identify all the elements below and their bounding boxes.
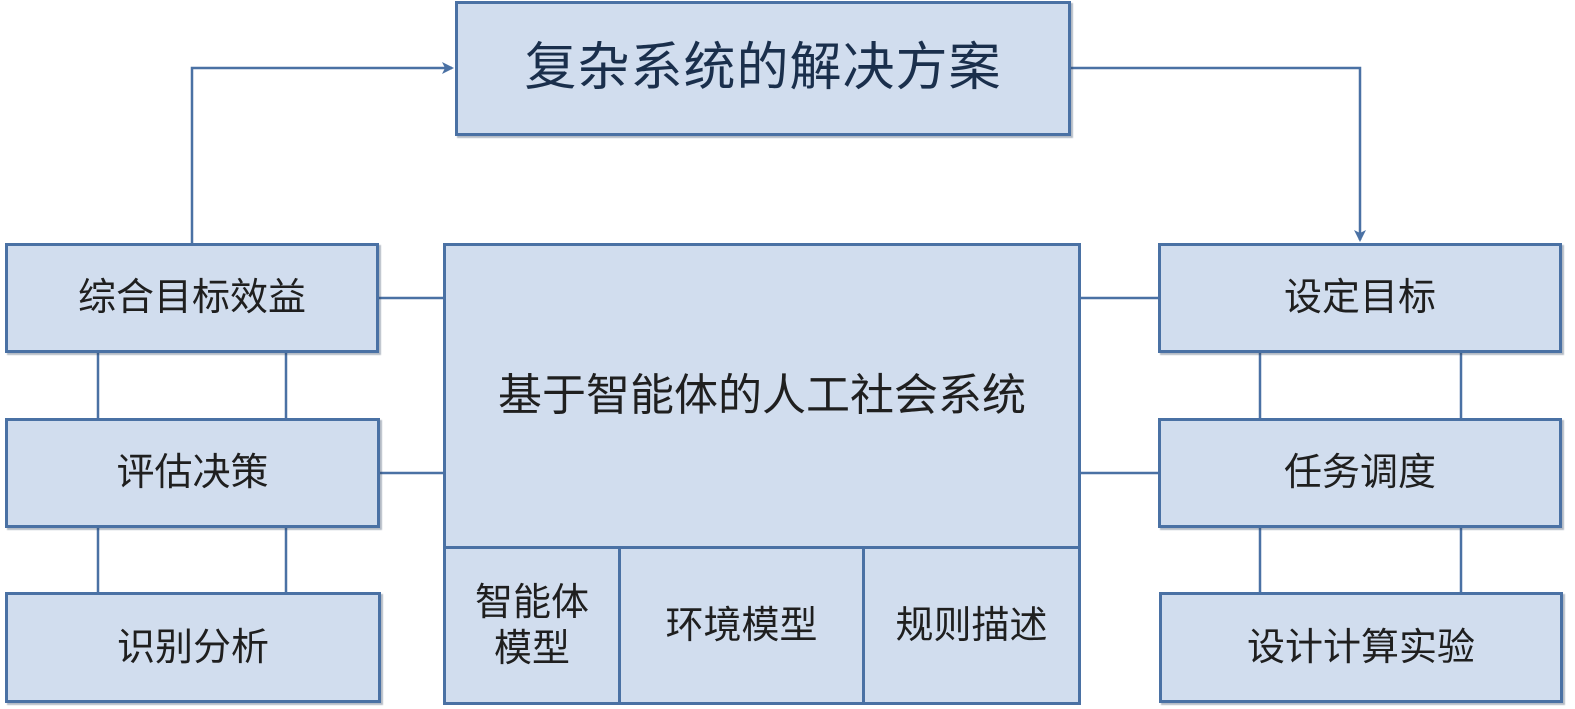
right-box-design-experiment: 设计计算实验 [1159, 592, 1563, 703]
sub-box-environment-model: 环境模型 [618, 546, 865, 705]
sub-box-agent-model: 智能体模型 [443, 546, 621, 705]
left-box-comprehensive-benefit: 综合目标效益 [5, 243, 379, 353]
arrow-title-to-right [1070, 66, 1366, 242]
center-box-artificial-society: 基于智能体的人工社会系统 [443, 243, 1081, 549]
title-label: 复杂系统的解决方案 [524, 37, 1002, 98]
right-box-set-goal: 设定目标 [1158, 243, 1562, 353]
sub-box-rule-description: 规则描述 [862, 546, 1081, 705]
arrow-left-to-title [190, 62, 454, 243]
right-label-3: 设计计算实验 [1246, 624, 1475, 669]
right-box-task-scheduling: 任务调度 [1158, 418, 1562, 528]
left-box-identification-analysis: 识别分析 [5, 592, 381, 703]
sub-label-environment-model: 环境模型 [665, 602, 818, 647]
right-label-2: 任务调度 [1283, 450, 1436, 495]
sub-label-agent-model: 智能体模型 [474, 579, 589, 670]
left-label-2: 评估决策 [116, 450, 269, 495]
right-label-1: 设定目标 [1283, 275, 1436, 320]
left-label-3: 识别分析 [116, 624, 269, 669]
center-label: 基于智能体的人工社会系统 [498, 369, 1026, 421]
title-box: 复杂系统的解决方案 [455, 1, 1071, 136]
left-label-1: 综合目标效益 [77, 275, 306, 320]
left-box-evaluation-decision: 评估决策 [5, 418, 380, 528]
sub-label-rule-description: 规则描述 [895, 602, 1048, 647]
